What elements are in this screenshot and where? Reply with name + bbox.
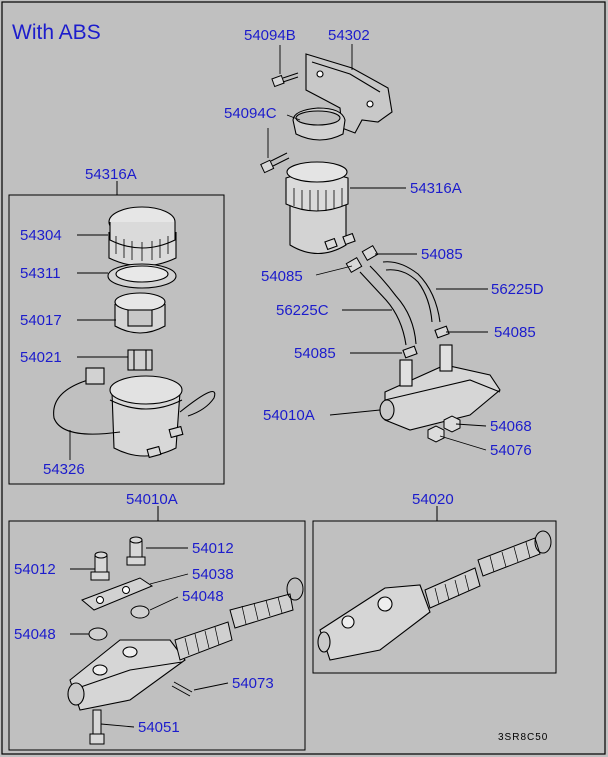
- leader-lines: [69, 44, 488, 728]
- bolt-54094c: [260, 152, 290, 174]
- label-54302: 54302: [328, 27, 370, 44]
- strainer-54017: [114, 292, 166, 334]
- diagram-title: With ABS: [12, 21, 101, 44]
- hose-56225c: [359, 265, 417, 346]
- label-56225d: 56225D: [491, 281, 544, 298]
- label-54010a: 54010A: [263, 407, 315, 424]
- group-box-master-cylinder-right: [312, 520, 557, 674]
- part-labels: 54316A 54010A 54020 54094B 54302 54094C …: [14, 27, 544, 736]
- label-54051: 54051: [138, 719, 180, 736]
- pin-54012-l: [90, 551, 110, 581]
- label-54048-l: 54048: [14, 626, 56, 643]
- master-cylinder-body-left: [67, 639, 186, 711]
- label-54311: 54311: [20, 265, 61, 282]
- label-group-top-reservoir: 54316A: [85, 166, 137, 183]
- group-box-master-cylinder-left: [8, 520, 306, 751]
- label-54085-a: 54085: [421, 246, 463, 263]
- label-group-mc-left: 54010A: [126, 491, 178, 508]
- label-54048-r: 54048: [182, 588, 224, 605]
- label-54012-r: 54012: [192, 540, 234, 557]
- bracket-clamp: [292, 107, 346, 141]
- reservoir-body-54326: [109, 375, 184, 459]
- label-54085-c: 54085: [494, 324, 536, 341]
- label-group-mc-right: 54020: [412, 491, 454, 508]
- label-56225c: 56225C: [276, 302, 329, 319]
- reservoir-bracket: [305, 53, 393, 134]
- nut-54068-54076: [427, 415, 461, 443]
- label-54021: 54021: [20, 349, 62, 366]
- label-54316a: 54316A: [410, 180, 462, 197]
- label-54094b: 54094B: [244, 27, 296, 44]
- pin-54073: [171, 681, 193, 697]
- label-54012-l: 54012: [14, 561, 56, 578]
- spring-piston-right: [424, 530, 552, 609]
- sensor-cable: [53, 367, 216, 435]
- label-54085-b: 54085: [261, 268, 303, 285]
- cap-54304: [108, 206, 177, 267]
- level-sensor-54021: [127, 349, 153, 371]
- pin-54012-r: [126, 536, 146, 566]
- footer-code: 3SR8C50: [498, 732, 548, 743]
- master-cylinder-body-right: [317, 584, 431, 661]
- label-54068: 54068: [490, 418, 532, 435]
- hose-56225d: [382, 261, 441, 323]
- bolt-54094b: [271, 72, 299, 88]
- grommet-54048: [88, 605, 150, 641]
- label-54073: 54073: [232, 675, 274, 692]
- fittings-upper: [345, 244, 379, 274]
- spring-piston-left: [174, 577, 304, 661]
- master-cylinder-54010a: [379, 325, 501, 431]
- label-54094c: 54094C: [224, 105, 277, 122]
- label-54038: 54038: [192, 566, 234, 583]
- label-54085-d: 54085: [294, 345, 336, 362]
- plate-54038: [81, 577, 154, 611]
- reservoir-54316a: [285, 161, 356, 255]
- bolt-54051: [89, 709, 105, 745]
- label-54017: 54017: [20, 312, 62, 329]
- seal-54311: [107, 263, 177, 289]
- label-54326: 54326: [43, 461, 85, 478]
- label-54304: 54304: [20, 227, 62, 244]
- label-54076: 54076: [490, 442, 532, 459]
